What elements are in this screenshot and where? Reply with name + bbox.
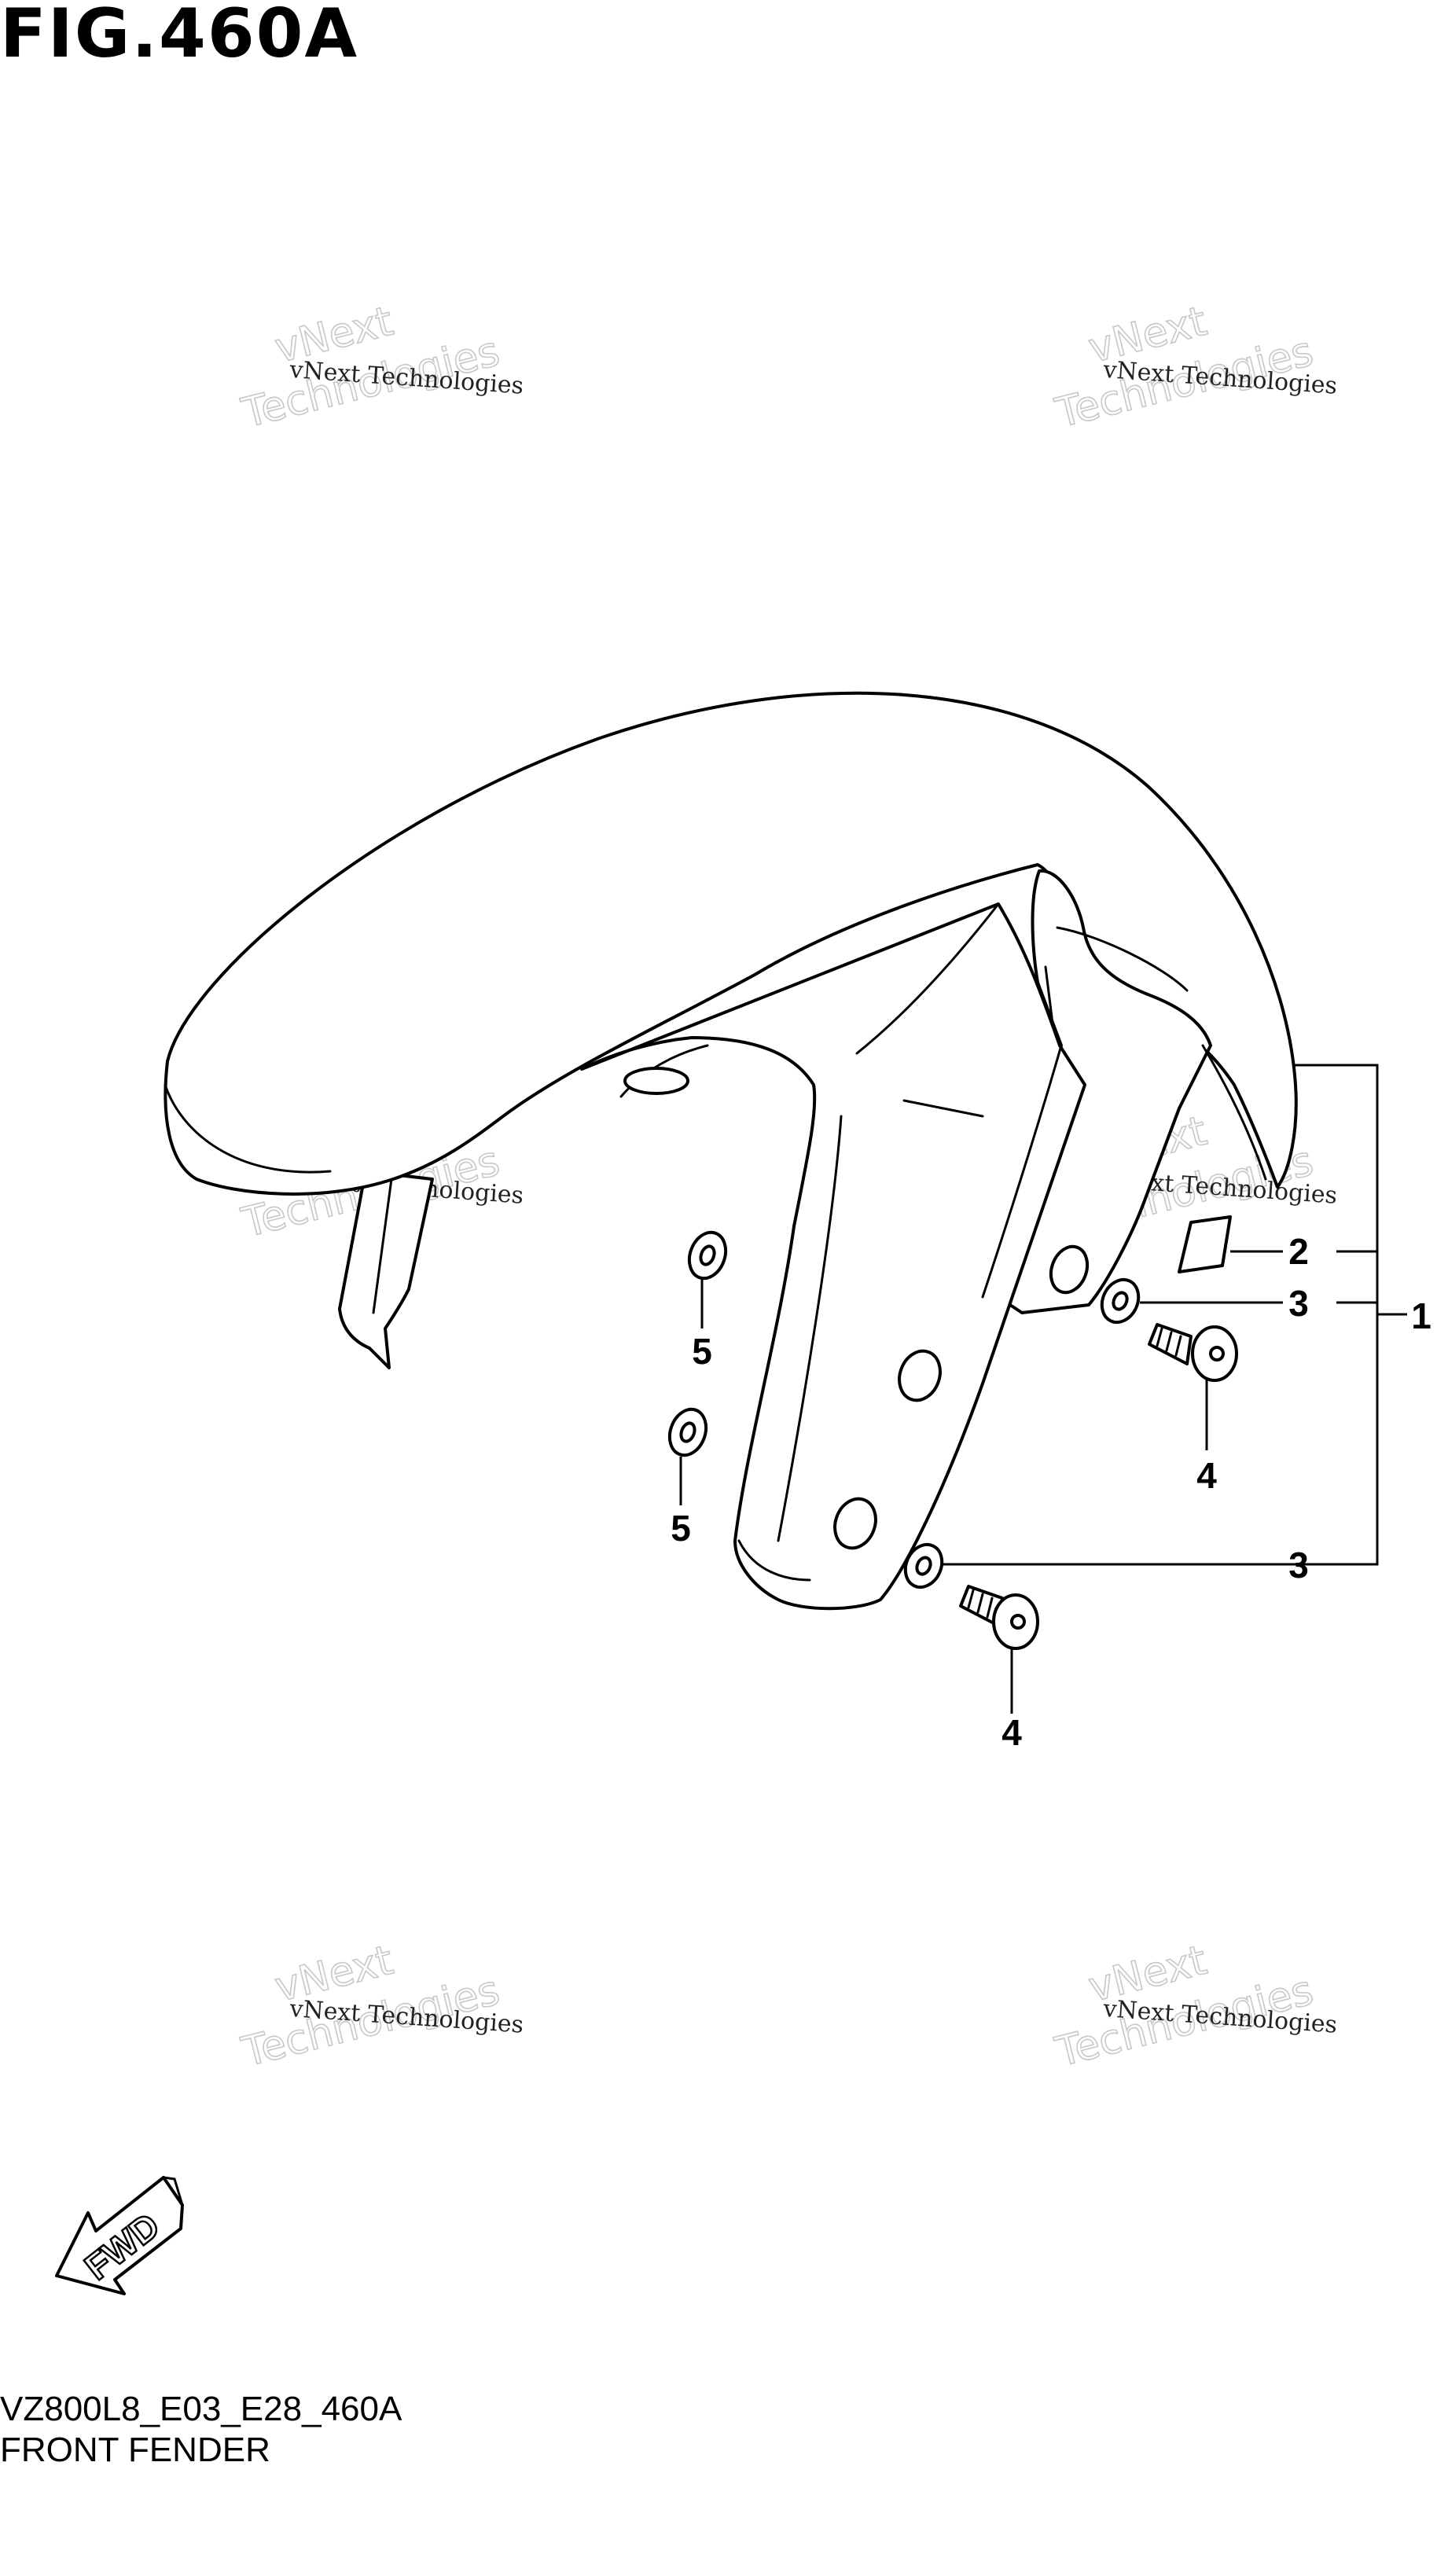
part-5-washer-lower — [667, 1407, 708, 1457]
callout-4-lower: 4 — [1001, 1712, 1022, 1753]
fender-left-leg — [580, 902, 1086, 1611]
callout-5-lower: 5 — [671, 1508, 691, 1549]
fender-inner-mount — [623, 1067, 689, 1095]
leader-lines — [679, 1064, 1407, 1714]
fender-hole — [1049, 1244, 1090, 1295]
part-5-washer-upper — [687, 1230, 728, 1281]
callout-2: 2 — [1288, 1231, 1309, 1272]
callout-3-upper: 3 — [1288, 1283, 1309, 1324]
fender-hole — [898, 1349, 942, 1402]
callout-1: 1 — [1411, 1295, 1431, 1336]
part-4-bolt-upper — [1148, 1323, 1238, 1382]
callout-3-lower: 3 — [1288, 1545, 1309, 1586]
part-3-washer-lower — [903, 1542, 944, 1589]
callout-5-upper: 5 — [692, 1331, 712, 1372]
callout-4-upper: 4 — [1196, 1455, 1217, 1496]
part-3-washer-upper — [1100, 1277, 1141, 1325]
watermark-bottom-left: vNext Technologies — [237, 1936, 505, 2077]
fwd-arrow-icon: FWD — [55, 2176, 184, 2295]
watermark-top-left: vNext Technologies — [237, 297, 505, 438]
diagram-name: FRONT FENDER — [0, 2431, 270, 2469]
part-2-clip — [1178, 1215, 1232, 1273]
fender-hole — [833, 1497, 877, 1550]
part-4-bolt-lower — [959, 1585, 1039, 1650]
figure-title: FIG.460A — [0, 0, 359, 73]
fender-left-stay — [338, 1170, 434, 1369]
diagram-code: VZ800L8_E03_E28_460A — [0, 2390, 402, 2428]
front-fender-part — [164, 691, 1298, 1611]
watermark-bottom-right: vNext Technologies — [1050, 1936, 1318, 2077]
watermark-top-right: vNext Technologies — [1050, 297, 1318, 438]
